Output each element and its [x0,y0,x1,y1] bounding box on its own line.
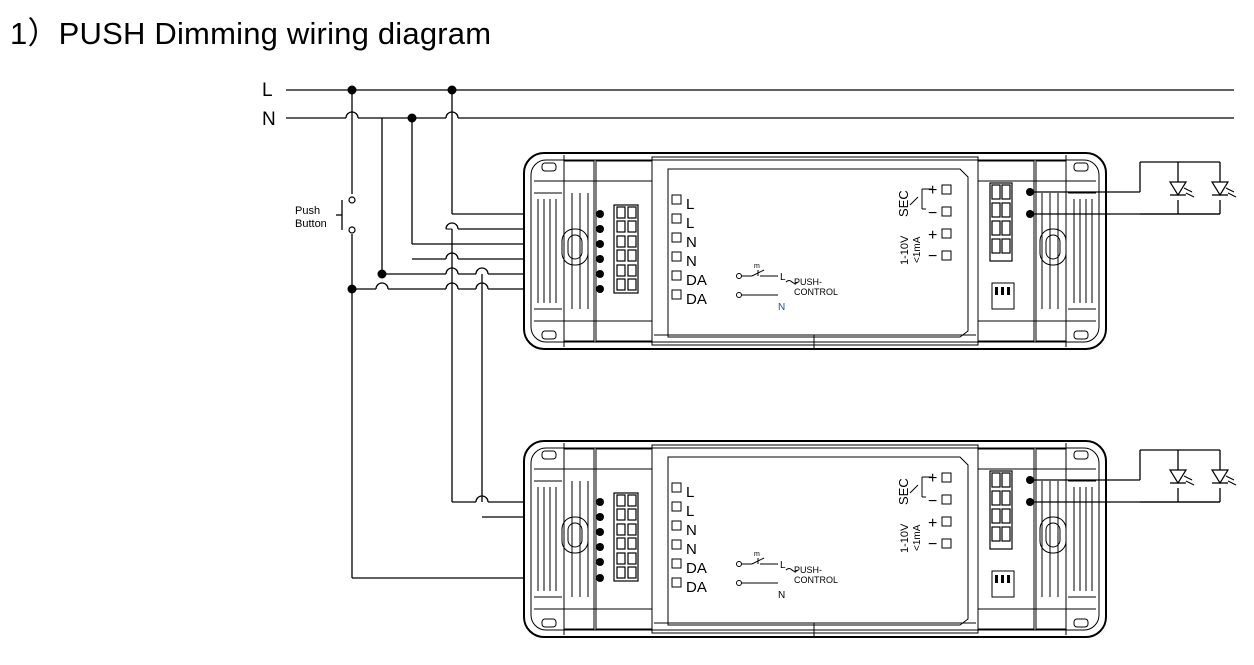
push2-control-label-1: PUSH- [794,565,822,575]
plus-label-2: + [928,227,937,244]
minus2-label-1: − [928,493,937,510]
push2-control-label-2: CONTROL [794,575,838,585]
term2-label-l2: L [686,503,694,520]
line-label-l: L [262,80,273,101]
push2-n-label: N [778,590,785,601]
term2-label-n1: N [686,522,697,539]
driver-2-bus-wires [451,229,483,502]
driver-unit-1: L L N N DA DA m L N PUSH- CONTROL SEC 1-… [523,152,1107,350]
term-label-da2: DA [686,291,707,308]
minus-label-2: − [928,248,937,265]
dim-label-1: 1-10V [899,235,911,265]
minus-label-1: − [928,205,937,222]
plus2-label-1: + [928,470,937,487]
term-label-n1: N [686,234,697,251]
driver-unit-2: L L N N DA DA m L N PUSH- CONTROL SEC 1-… [523,440,1107,638]
sec-label: SEC [896,190,911,217]
term-label-l1: L [686,196,694,213]
page-title: 1）PUSH Dimming wiring diagram [10,16,492,51]
plus2-label-2: + [928,515,937,532]
push-control-label-1: PUSH- [794,277,822,287]
term-label-n2: N [686,253,697,270]
bus-wires [351,90,453,578]
push2-l-label: L [780,560,786,571]
dim-label-2: <1mA [912,236,923,263]
push-button-label-2: Button [295,218,327,230]
push-button-symbol: Push Button [295,196,356,234]
dim2-label-1: 1-10V [899,523,911,553]
push-button-label-1: Push [295,205,320,217]
minus2-label-2: − [928,536,937,553]
led-output-2 [1030,449,1237,503]
push-n-label: N [778,302,785,313]
mains-lines: L N [262,80,1234,130]
term-label-l2: L [686,215,694,232]
plus-label-1: + [928,182,937,199]
led-output-1 [1030,161,1237,215]
push-control-label-2: CONTROL [794,287,838,297]
sec2-label: SEC [896,478,911,505]
term2-label-n2: N [686,541,697,558]
term-label-da1: DA [686,272,707,289]
line-label-n: N [262,109,276,130]
term2-label-da2: DA [686,579,707,596]
push-l-label: L [780,272,786,283]
term2-label-l1: L [686,484,694,501]
switch2-m-label: m [754,551,760,558]
term2-label-da1: DA [686,560,707,577]
switch-m-label: m [754,263,760,270]
dim2-label-2: <1mA [912,524,923,551]
